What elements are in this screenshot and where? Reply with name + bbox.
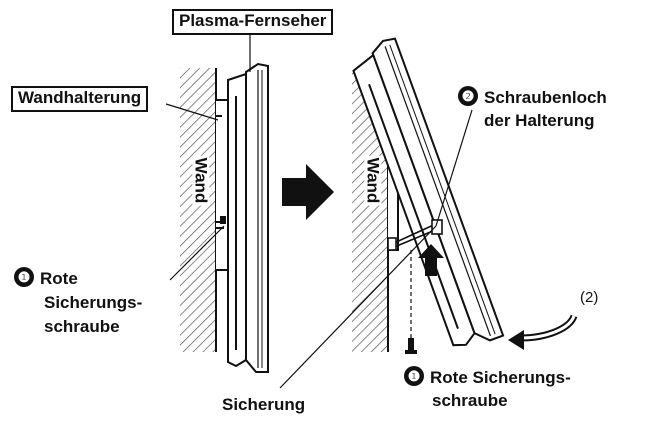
number-1-badge-left: ❶ [14, 267, 34, 287]
red-screw-right-line2: schraube [432, 391, 508, 410]
leader-lines-right [279, 109, 473, 389]
red-screw-left-mark [220, 216, 226, 224]
red-screw-right-mark [405, 338, 417, 354]
mount-label: Wandhalterung [11, 86, 149, 112]
tv-label: Plasma-Fernseher [172, 9, 334, 35]
tv-tilted-right [352, 37, 505, 347]
red-screw-left-label: ❶ Rote [14, 267, 78, 289]
wall-left [180, 68, 216, 352]
red-screw-left-line1: Rote [40, 269, 78, 288]
tv-mounted-left [216, 62, 269, 373]
screw-hole-line2: der Halterung [484, 111, 595, 130]
curved-arrow-icon [508, 314, 578, 350]
screw-hole-line1: Schraubenloch [484, 88, 607, 107]
red-screw-left-line3: schraube [44, 317, 120, 336]
safety-strap [387, 219, 443, 251]
number-1-badge-right: ❶ [404, 366, 424, 386]
step-2-label: (2) [580, 289, 599, 306]
red-screw-left-line2: Sicherungs- [44, 293, 143, 312]
safety-label: Sicherung [222, 395, 306, 414]
red-screw-right-line1: Rote Sicherungs- [430, 368, 571, 387]
leader-lines-left [165, 32, 251, 281]
number-2-badge: ❷ [458, 86, 478, 106]
red-screw-right-label: ❶ Rote Sicherungs- [404, 366, 571, 388]
right-arrow-icon [282, 164, 334, 220]
up-arrow-icon [418, 244, 444, 276]
screw-hole-label: ❷ Schraubenloch [458, 86, 607, 108]
wall-label-left: Wand [191, 155, 211, 206]
wall-label-right: Wand [363, 155, 383, 206]
